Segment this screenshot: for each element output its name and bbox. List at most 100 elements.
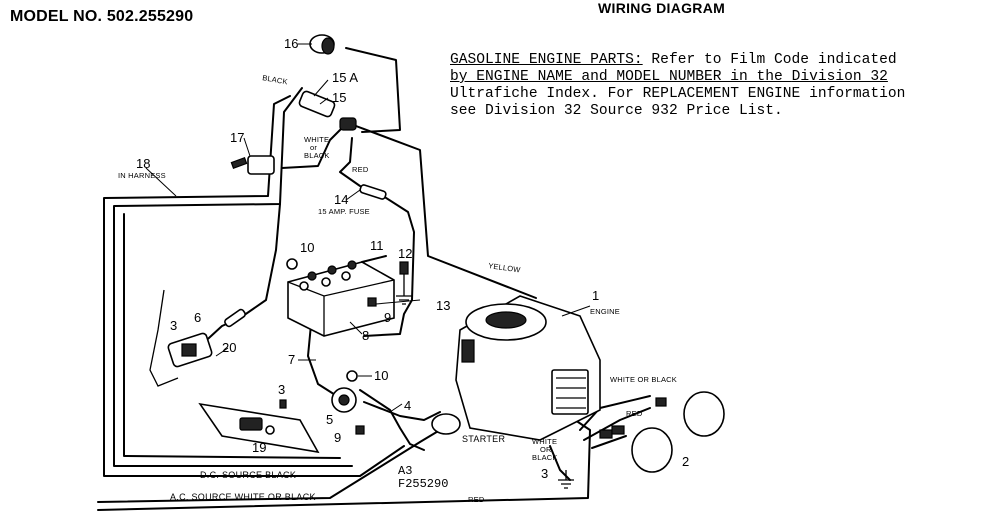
callout-numbers: 1 2 3 3 3 4 5 6 7 8 9 9 10 10 11 12 13 1… xyxy=(136,36,689,481)
ground-12 xyxy=(396,274,412,305)
light-switch-lever xyxy=(230,157,248,169)
battery-cable-13 xyxy=(359,389,425,451)
drawing-code-line-2: F255290 xyxy=(398,477,448,491)
bolt-3 xyxy=(279,399,287,409)
bolt-12 xyxy=(399,261,409,275)
meter-wire xyxy=(345,47,401,133)
note-line-2-text: by ENGINE NAME and MODEL NUMBER in the xyxy=(450,69,792,85)
callout-5: 5 xyxy=(326,412,333,427)
label-red-bottom: RED xyxy=(468,495,485,504)
screw-9 xyxy=(355,425,365,435)
callout-12: 12 xyxy=(398,246,412,261)
callout-9-top: 9 xyxy=(384,310,391,325)
callout-8: 8 xyxy=(362,328,369,343)
callout-10-mid: 10 xyxy=(374,368,388,383)
engine-1 xyxy=(455,295,601,441)
label-white-black-top-2: or xyxy=(310,143,317,152)
callout-3-left: 3 xyxy=(170,318,177,333)
safety-switch-19 xyxy=(198,402,320,454)
harness-wire-inner-2 xyxy=(123,213,341,459)
note-heading: GASOLINE ENGINE PARTS: xyxy=(450,52,643,68)
ground-symbol-3 xyxy=(558,470,574,489)
label-black: BLACK xyxy=(262,73,289,86)
drawing-code: A3 F255290 xyxy=(398,464,448,491)
callout-7: 7 xyxy=(288,352,295,367)
label-ac-source: A.C. SOURCE WHITE OR BLACK xyxy=(170,492,316,502)
callout-14: 14 xyxy=(334,192,348,207)
callout-6: 6 xyxy=(194,310,201,325)
label-red-right: RED xyxy=(626,409,643,418)
engine-parts-note: GASOLINE ENGINE PARTS: Refer to Film Cod… xyxy=(450,52,990,120)
note-line-1-text: Refer to Film Code indicated xyxy=(642,52,897,68)
note-line-2: by ENGINE NAME and MODEL NUMBER in the D… xyxy=(450,69,990,86)
callout-4: 4 xyxy=(404,398,411,413)
note-line-1: GASOLINE ENGINE PARTS: Refer to Film Cod… xyxy=(450,52,990,69)
callout-16: 16 xyxy=(284,36,298,51)
wire-harness xyxy=(97,47,651,511)
screw-9-top xyxy=(367,297,377,307)
note-line-3: Ultrafiche Index. For REPLACEMENT ENGINE… xyxy=(450,86,906,102)
headlights-2 xyxy=(599,391,725,473)
callout-15: 15 xyxy=(332,90,346,105)
switch-17-wire xyxy=(281,127,343,169)
callout-10-top: 10 xyxy=(300,240,314,255)
callout-2: 2 xyxy=(682,454,689,469)
ignition-switch-body xyxy=(181,343,197,357)
callout-9-bottom: 9 xyxy=(334,430,341,445)
label-engine: ENGINE xyxy=(590,307,620,316)
light-switch-17 xyxy=(247,155,275,175)
label-fuse: 15 AMP. FUSE xyxy=(318,207,370,216)
battery-8 xyxy=(287,260,395,337)
callout-3-right: 3 xyxy=(541,466,548,481)
label-dc-source: D.C. SOURCE BLACK xyxy=(200,470,296,480)
red-wire-to-fuse xyxy=(339,137,415,337)
ground-wire-3 xyxy=(549,445,571,481)
starter-motor xyxy=(431,413,461,435)
label-white-black-top-3: BLACK xyxy=(304,151,330,160)
hour-meter-face xyxy=(321,37,335,55)
terminal-nut-10b xyxy=(346,370,358,382)
label-in-harness: IN HARNESS xyxy=(118,171,166,180)
label-starter: STARTER xyxy=(462,434,505,444)
label-white-black-mid-2: OR xyxy=(540,445,552,454)
callout-20: 20 xyxy=(222,340,236,355)
battery-nut-10 xyxy=(286,258,298,270)
harness-to-key-switch xyxy=(239,203,281,319)
label-white-black-mid-3: BLACK xyxy=(532,453,558,462)
callout-1: 1 xyxy=(592,288,599,303)
callout-19: 19 xyxy=(252,440,266,455)
solenoid-main-wire xyxy=(355,125,537,299)
note-line-4: see Division 32 Source 932 Price List. xyxy=(450,103,783,119)
ac-source-wire xyxy=(97,429,441,503)
label-white-black-right: WHITE OR BLACK xyxy=(610,375,677,384)
leader-lines xyxy=(145,43,591,413)
note-division-ref: Division 32 xyxy=(791,69,888,85)
callout-13: 13 xyxy=(436,298,450,313)
label-white-black-mid-1: WHITE xyxy=(532,437,557,446)
callout-18: 18 xyxy=(136,156,150,171)
callout-17: 17 xyxy=(230,130,244,145)
wiring-diagram-heading: WIRING DIAGRAM xyxy=(598,0,726,16)
components xyxy=(167,34,725,489)
model-number-title: MODEL NO. 502.255290 xyxy=(10,8,194,25)
seat-switch-wire xyxy=(149,289,179,387)
solenoid-5-terminal xyxy=(338,394,350,406)
cable-11 xyxy=(361,255,387,263)
callout-15a: 15 A xyxy=(332,70,358,85)
callout-3-mid: 3 xyxy=(278,382,285,397)
label-red-top: RED xyxy=(352,165,369,174)
drawing-code-line-1: A3 xyxy=(398,464,412,478)
harness-wire-outer xyxy=(103,95,405,477)
fuse-holder-14 xyxy=(359,184,387,200)
solenoid-15 xyxy=(298,90,336,118)
callout-11: 11 xyxy=(370,238,384,253)
label-white-black-top-1: WHITE xyxy=(304,135,329,144)
cable-4 xyxy=(363,401,441,421)
headlight-wire-3 xyxy=(591,435,627,449)
label-yellow: YELLOW xyxy=(488,261,522,275)
solenoid-terminal xyxy=(339,117,357,131)
headlight-wire-2 xyxy=(583,407,651,441)
harness-wire-inner-1 xyxy=(113,87,353,467)
